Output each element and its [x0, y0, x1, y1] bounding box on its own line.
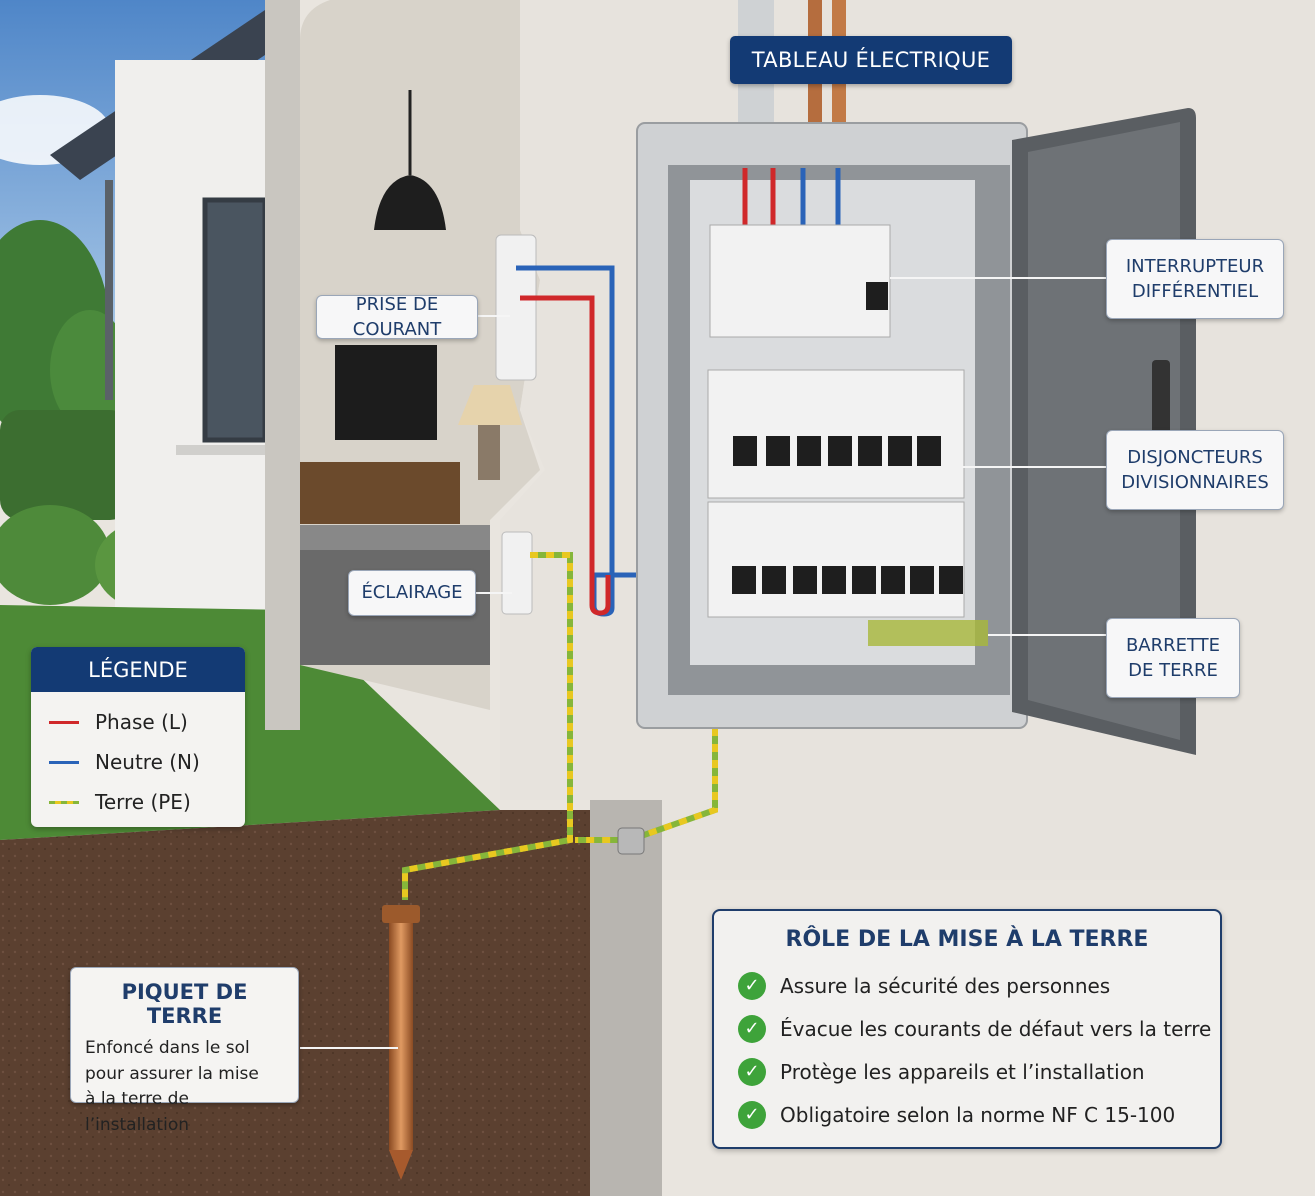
label-lighting: ÉCLAIRAGE — [348, 570, 476, 616]
list-item: ✓ Protège les appareils et l’installation — [738, 1050, 1220, 1093]
switch-plate — [501, 531, 533, 615]
earth-clamp — [617, 827, 645, 855]
earthing-role-title: RÔLE DE LA MISE À LA TERRE — [785, 927, 1149, 952]
label-earth-bar-line-2: DE TERRE — [1128, 660, 1218, 681]
check-icon: ✓ — [738, 1014, 766, 1043]
panel-title: TABLEAU ÉLECTRIQUE — [730, 36, 1012, 84]
foundation — [590, 800, 662, 1196]
label-breakers-line-1: DISJONCTEURS — [1127, 446, 1263, 468]
legend-title: LÉGENDE — [31, 647, 245, 692]
earth-rod — [389, 905, 413, 1150]
label-socket: PRISE DE COURANT — [316, 294, 478, 340]
bush — [0, 505, 110, 605]
label-earth-bar: BARRETTE DE TERRE — [1106, 618, 1240, 698]
role-item-text: Obligatoire selon la norme NF C 15-100 — [780, 1102, 1176, 1127]
earth-wire-stripe — [402, 552, 573, 900]
breaker-row-2 — [707, 501, 965, 618]
legend-item-neutral: Neutre (N) — [31, 742, 245, 782]
earth-rod-tip — [389, 1150, 413, 1180]
label-breakers-line-2: DIVISIONNAIRES — [1121, 472, 1269, 493]
door-handle — [1152, 360, 1170, 435]
check-icon: ✓ — [738, 971, 766, 1000]
legend-swatch-neutral — [49, 760, 79, 764]
label-earth-bar-line-1: BARRETTE — [1125, 634, 1221, 656]
tv-cabinet — [300, 462, 460, 524]
list-item: ✓ Évacue les courants de défaut vers la t… — [738, 1007, 1220, 1050]
tv — [335, 345, 437, 440]
socket-plate — [495, 234, 537, 381]
earth-rod-title: PIQUET DE TERRE — [121, 980, 248, 1028]
earthing-role-list: ✓ Assure la sécurité des personnes ✓ Évacu… — [714, 964, 1220, 1136]
legend: LÉGENDE Phase (L) Neutre (N) Terre (PE) — [31, 647, 245, 827]
breaker-row-1 — [707, 369, 965, 499]
role-item-text: Assure la sécurité des personnes — [780, 973, 1111, 998]
earth-rod-clamp — [382, 905, 420, 923]
earthing-role-card: RÔLE DE LA MISE À LA TERRE ✓ Assure la sé… — [712, 909, 1222, 1149]
earth-rod-line-1: Enfoncé dans le sol — [85, 1038, 250, 1058]
label-rcd-line-2: DIFFÉRENTIEL — [1131, 281, 1259, 302]
role-item-text: Évacue les courants de défaut vers la te… — [780, 1016, 1212, 1041]
earth-rod-description: Enfoncé dans le sol pour assurer la mise… — [85, 1036, 284, 1138]
legend-swatch-earth — [49, 800, 79, 804]
list-item: ✓ Obligatoire selon la norme NF C 15-100 — [738, 1093, 1220, 1136]
earth-main-wire-stripe — [575, 728, 718, 843]
legend-label-phase: Phase (L) — [95, 710, 188, 734]
label-rcd-line-1: INTERRUPTEUR — [1125, 255, 1265, 277]
legend-label-earth: Terre (PE) — [95, 790, 191, 814]
house-window — [202, 197, 268, 443]
legend-item-earth: Terre (PE) — [31, 782, 245, 822]
rcd-module — [709, 224, 891, 338]
lamp-base — [478, 425, 500, 480]
earth-rod-line-2: pour assurer la mise — [85, 1063, 259, 1084]
sofa-top — [300, 525, 490, 550]
breaker-toggles — [732, 436, 963, 594]
legend-item-phase: Phase (L) — [31, 702, 245, 742]
earth-rod-line-3: à la terre de l’installation — [85, 1089, 189, 1135]
table-lamp — [458, 385, 522, 425]
label-rcd: INTERRUPTEUR DIFFÉRENTIEL — [1106, 239, 1284, 319]
earth-rod-card: PIQUET DE TERRE Enfoncé dans le sol pour… — [70, 967, 299, 1135]
list-item: ✓ Assure la sécurité des personnes — [738, 964, 1220, 1007]
downspout — [105, 180, 113, 400]
window-sill — [176, 445, 266, 455]
legend-label-neutral: Neutre (N) — [95, 750, 200, 774]
check-icon: ✓ — [738, 1057, 766, 1086]
role-item-text: Protège les appareils et l’installation — [780, 1059, 1145, 1084]
rcd-toggle — [866, 282, 888, 310]
legend-swatch-phase — [49, 720, 79, 724]
hedge — [0, 410, 130, 520]
phase-wire — [520, 295, 611, 616]
earth-bar — [868, 620, 988, 646]
pendant-lamp — [374, 175, 446, 230]
label-breakers: DISJONCTEURS DIVISIONNAIRES — [1106, 430, 1284, 510]
interior-wall-frame — [265, 0, 300, 730]
check-icon: ✓ — [738, 1100, 766, 1129]
